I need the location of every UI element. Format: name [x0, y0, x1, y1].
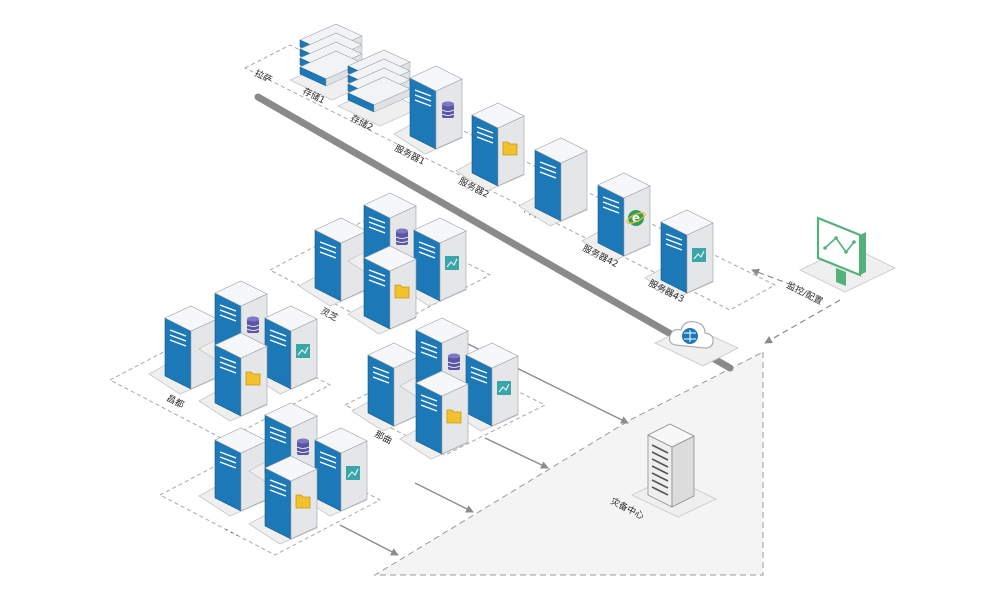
label-ellipsis-bottom: · · · — [223, 526, 240, 541]
top-platforms — [243, 44, 777, 311]
server-43-tower — [644, 209, 714, 299]
site-b-server-4 — [347, 245, 417, 335]
cloud-node — [654, 321, 739, 367]
site-b-server-1 — [298, 217, 368, 307]
site-c-server-4 — [399, 370, 469, 460]
server-ellipsis-tower — [518, 137, 588, 227]
monitor-chart-icon — [799, 216, 896, 293]
site-d-server-4 — [248, 455, 318, 545]
svg-text:e: e — [632, 211, 640, 225]
site-a-server-4 — [198, 332, 268, 422]
dr-center-zone — [373, 351, 764, 576]
dr-center-rack — [631, 423, 717, 518]
label-rack: 拉萨 — [253, 67, 274, 86]
label-monitor: 监控/配置 — [785, 279, 825, 307]
monitor-links — [751, 268, 841, 344]
storage-2-unit — [337, 49, 421, 127]
label-site-c: 那曲 — [373, 429, 394, 447]
server-1-tower — [393, 65, 463, 155]
site-a-server-1 — [148, 305, 218, 395]
backbone-link — [254, 93, 734, 372]
label-site-a: 昌都 — [165, 393, 186, 411]
server-2-tower — [455, 102, 525, 192]
label-site-b: 灵芝 — [319, 305, 340, 324]
site-d-server-1 — [198, 427, 268, 517]
server-42-tower: e — [581, 172, 651, 262]
